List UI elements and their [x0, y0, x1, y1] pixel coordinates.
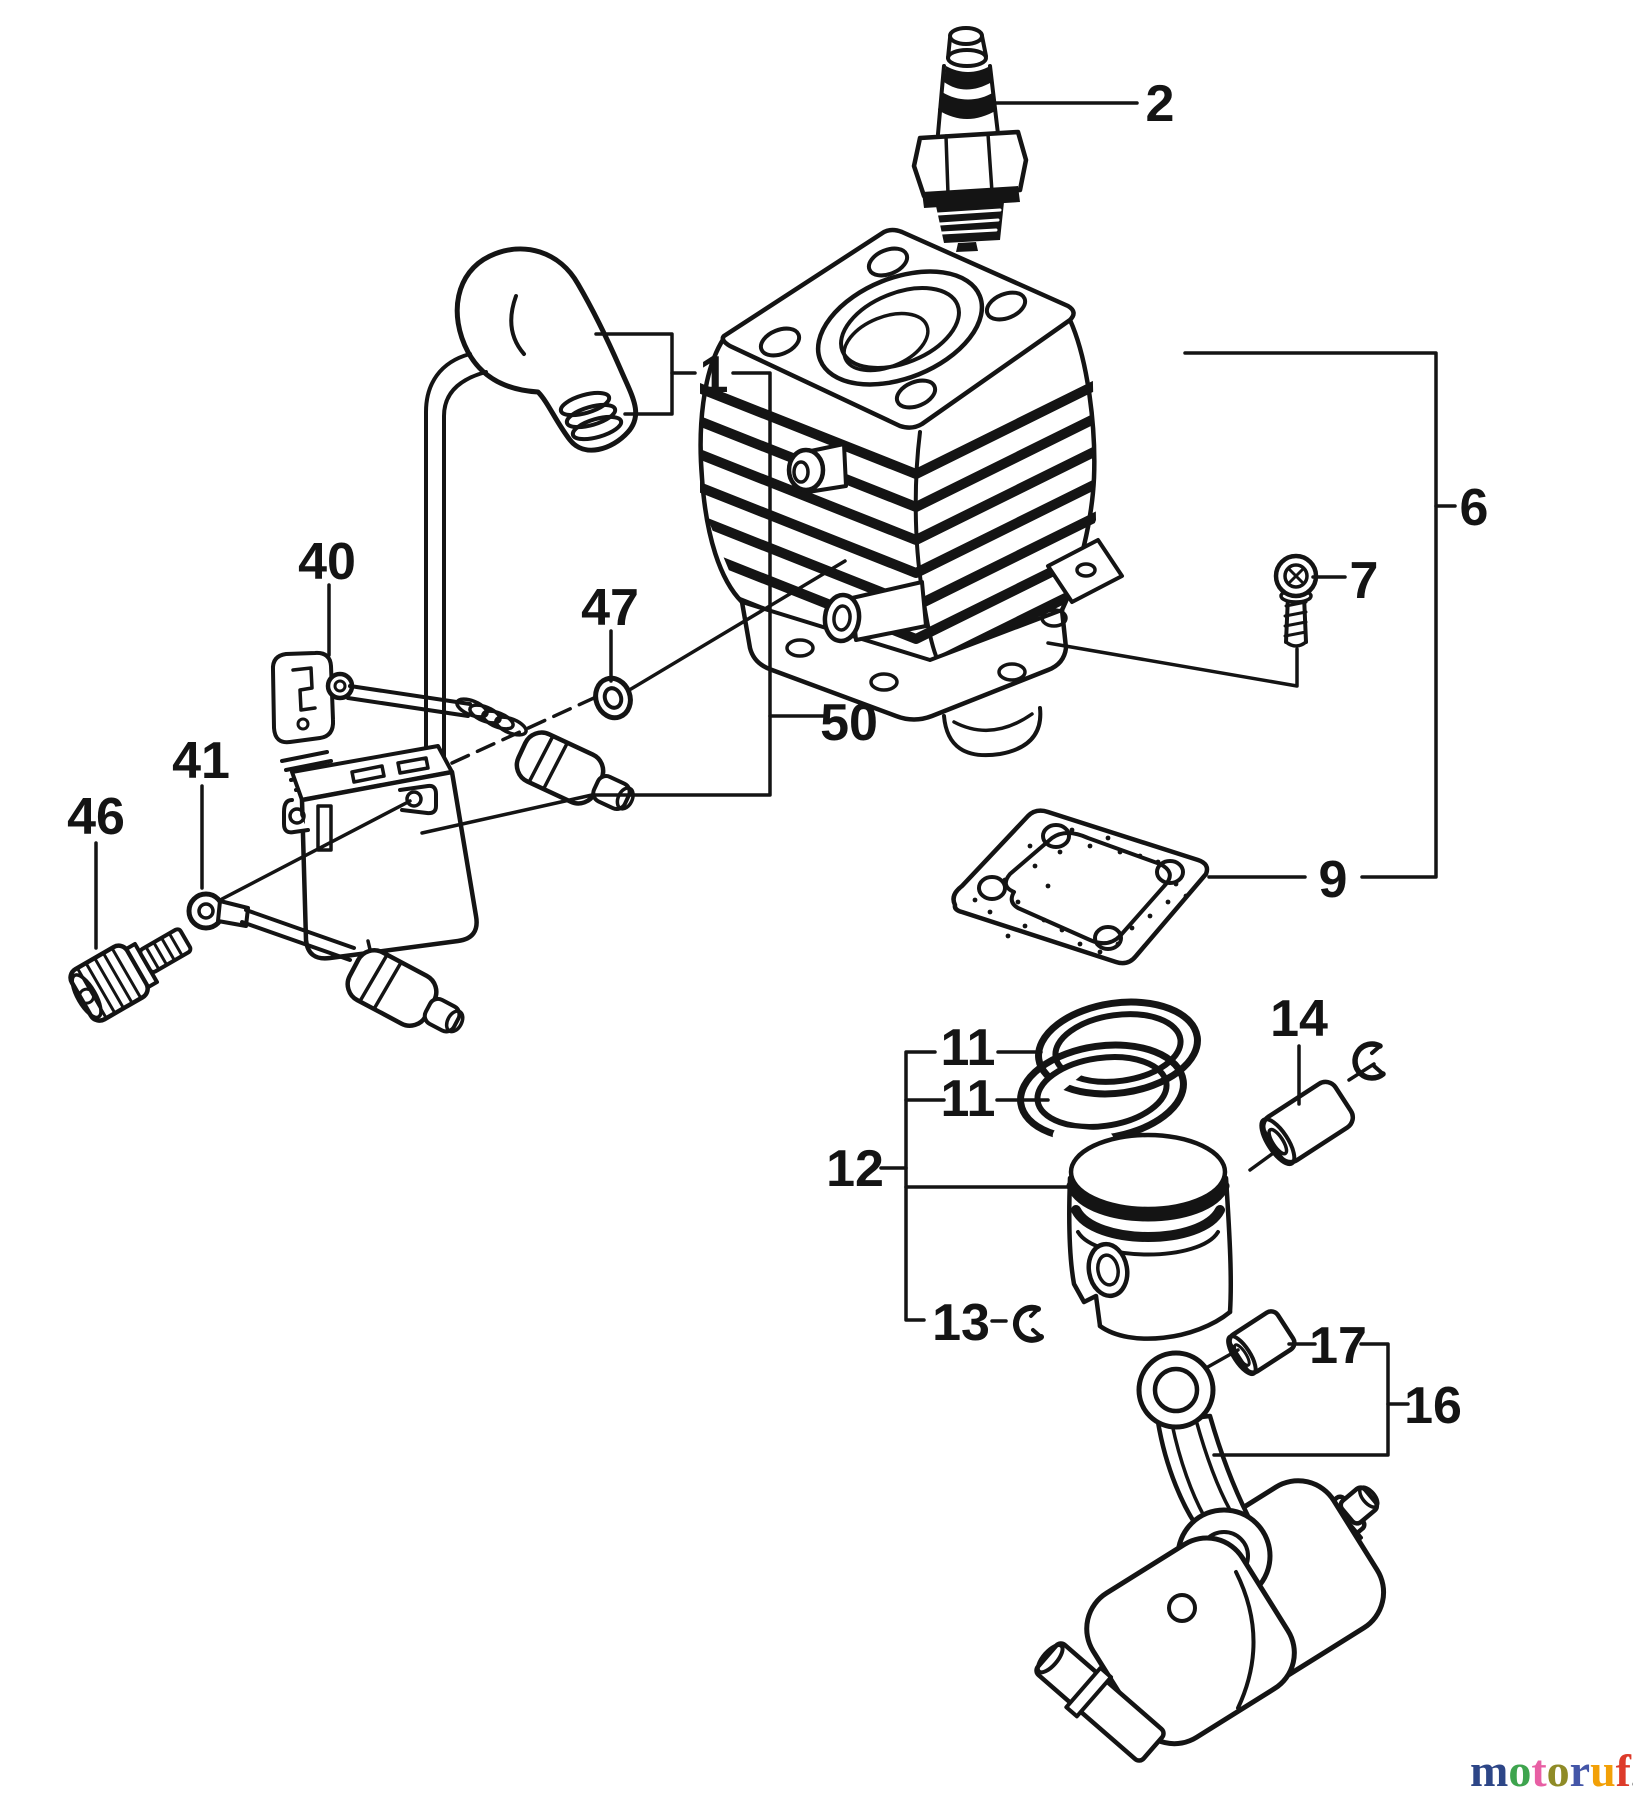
crank-shaft-left: [1034, 1641, 1166, 1763]
bolt-target-line: [1046, 641, 1299, 688]
spark-plug: [911, 26, 1029, 252]
part-label-6: 6: [1460, 479, 1489, 537]
part-label-47: 47: [581, 579, 639, 637]
switch-bracket: [270, 650, 336, 745]
cylinder-gasket: [951, 808, 1210, 966]
cylinder: [698, 227, 1124, 758]
piston: [1066, 1132, 1234, 1341]
part-label-16: 16: [1404, 1377, 1462, 1435]
pin-clip-left: [1013, 1304, 1044, 1343]
watermark-domain: .de: [1631, 1763, 1633, 1792]
part-label-1: 1: [700, 346, 729, 404]
part-label-50: 50: [820, 694, 878, 752]
grommet-route-solid: [629, 559, 847, 691]
part-label-12: 12: [826, 1140, 884, 1198]
bracket-50: [420, 371, 772, 835]
part-label-46: 46: [67, 788, 125, 846]
part-label-41: 41: [172, 732, 230, 790]
part-label-9: 9: [1319, 851, 1348, 909]
part-label-11-top: 11: [941, 1019, 996, 1077]
ring-terminal: [186, 891, 250, 931]
spark-plug-cap: [454, 246, 639, 453]
pin-clip-right: [1352, 1041, 1386, 1081]
bracket-6: [1183, 351, 1438, 879]
cap-spring: [558, 390, 624, 442]
rod-to-bearing-line: [1204, 1348, 1240, 1370]
bracket-16: [1212, 1342, 1390, 1457]
gasket-texture: [972, 827, 1189, 955]
part-label-40: 40: [298, 533, 356, 591]
leader-lines: [94, 101, 1457, 1457]
part-label-13: 13: [932, 1294, 990, 1352]
crankshaft: [1034, 1350, 1387, 1763]
switch-wire-upper: [325, 671, 635, 812]
wire-grommet: [593, 675, 633, 721]
terminal-to-coil-line: [220, 799, 412, 901]
ignition-coil: [280, 744, 479, 961]
part-label-11-bottom: 11: [941, 1070, 996, 1128]
rod-small-end: [1136, 1350, 1216, 1430]
part-label-14: 14: [1270, 990, 1328, 1048]
ground-wire-lower: [240, 908, 465, 1034]
grommet-route-dashed: [450, 695, 598, 765]
part-label-2: 2: [1146, 75, 1175, 133]
piston-pin: [1259, 1079, 1356, 1167]
needle-bearing: [1226, 1309, 1297, 1377]
terminal-screw: [68, 927, 193, 1023]
pin-axis-line: [1248, 1152, 1274, 1172]
watermark-logo: motoruf.de: [1470, 1745, 1633, 1796]
part-label-17: 17: [1309, 1317, 1367, 1375]
part-label-7: 7: [1350, 552, 1379, 610]
cylinder-bolt: [1273, 553, 1319, 648]
